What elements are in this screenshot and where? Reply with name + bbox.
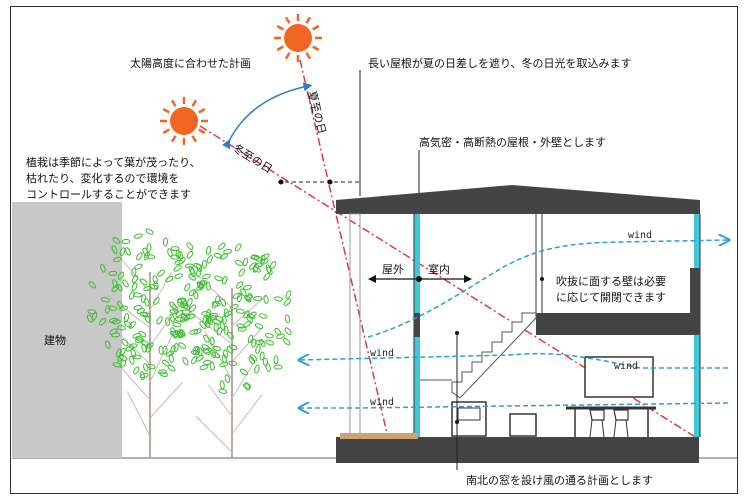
foundation [336, 437, 699, 463]
tv-icon [584, 356, 654, 398]
roof-note-label: 長い屋根が夏の日差しを遮り、冬の日光を取込みます [368, 56, 632, 70]
chair-icon [589, 409, 629, 438]
wind-label-tv: wind [614, 361, 638, 372]
wind-label-left-mid: wind [370, 348, 394, 359]
solar-angle-arc [221, 82, 313, 150]
tree-icon [86, 228, 292, 458]
inside-label: 室内 [428, 262, 450, 276]
plants-label-line3: コントロールすることができます [26, 187, 191, 201]
sun-icon [160, 97, 208, 145]
wind-label-upper: wind [628, 230, 652, 241]
void-wall-label-line2: に応じて開閉できます [556, 290, 666, 304]
wind-flow-upper [367, 240, 728, 338]
deck [340, 433, 418, 439]
plants-label-line2: 枯れたり、変化するので環境を [26, 171, 180, 185]
stove [451, 401, 487, 437]
winter-solstice-label: 冬至の日 [230, 141, 275, 176]
windows-note-label: 南北の窓を設け風の通る計画とします [466, 473, 653, 487]
plants-label-line1: 植栽は季節によって葉が茂ったり、 [26, 155, 201, 169]
wind-label-left-low: wind [370, 397, 394, 408]
neighbor-building [12, 202, 122, 458]
insulation-label: 高気密・高断熱の屋根・外壁とします [419, 135, 606, 149]
wind-flow-middle [300, 352, 728, 369]
second-floor-slab [536, 313, 700, 335]
cabinet [509, 413, 537, 437]
wind-flow-lower [300, 403, 729, 408]
void-wall-label-line1: 吹抜に面する壁は必要 [556, 274, 666, 288]
sun-icon [274, 14, 322, 62]
south-wall-panel [414, 313, 420, 337]
summer-solstice-label: 夏至の日 [305, 90, 328, 136]
outside-label: 屋外 [382, 263, 404, 276]
building-label: 建物 [44, 333, 66, 347]
diagram-frame [10, 6, 738, 494]
north-wall-panel [690, 268, 700, 313]
solar-plan-label: 太陽高度に合わせた計画 [130, 56, 251, 70]
roof [336, 185, 700, 214]
eave-column [349, 213, 361, 438]
summer-sun-ray [299, 59, 390, 443]
